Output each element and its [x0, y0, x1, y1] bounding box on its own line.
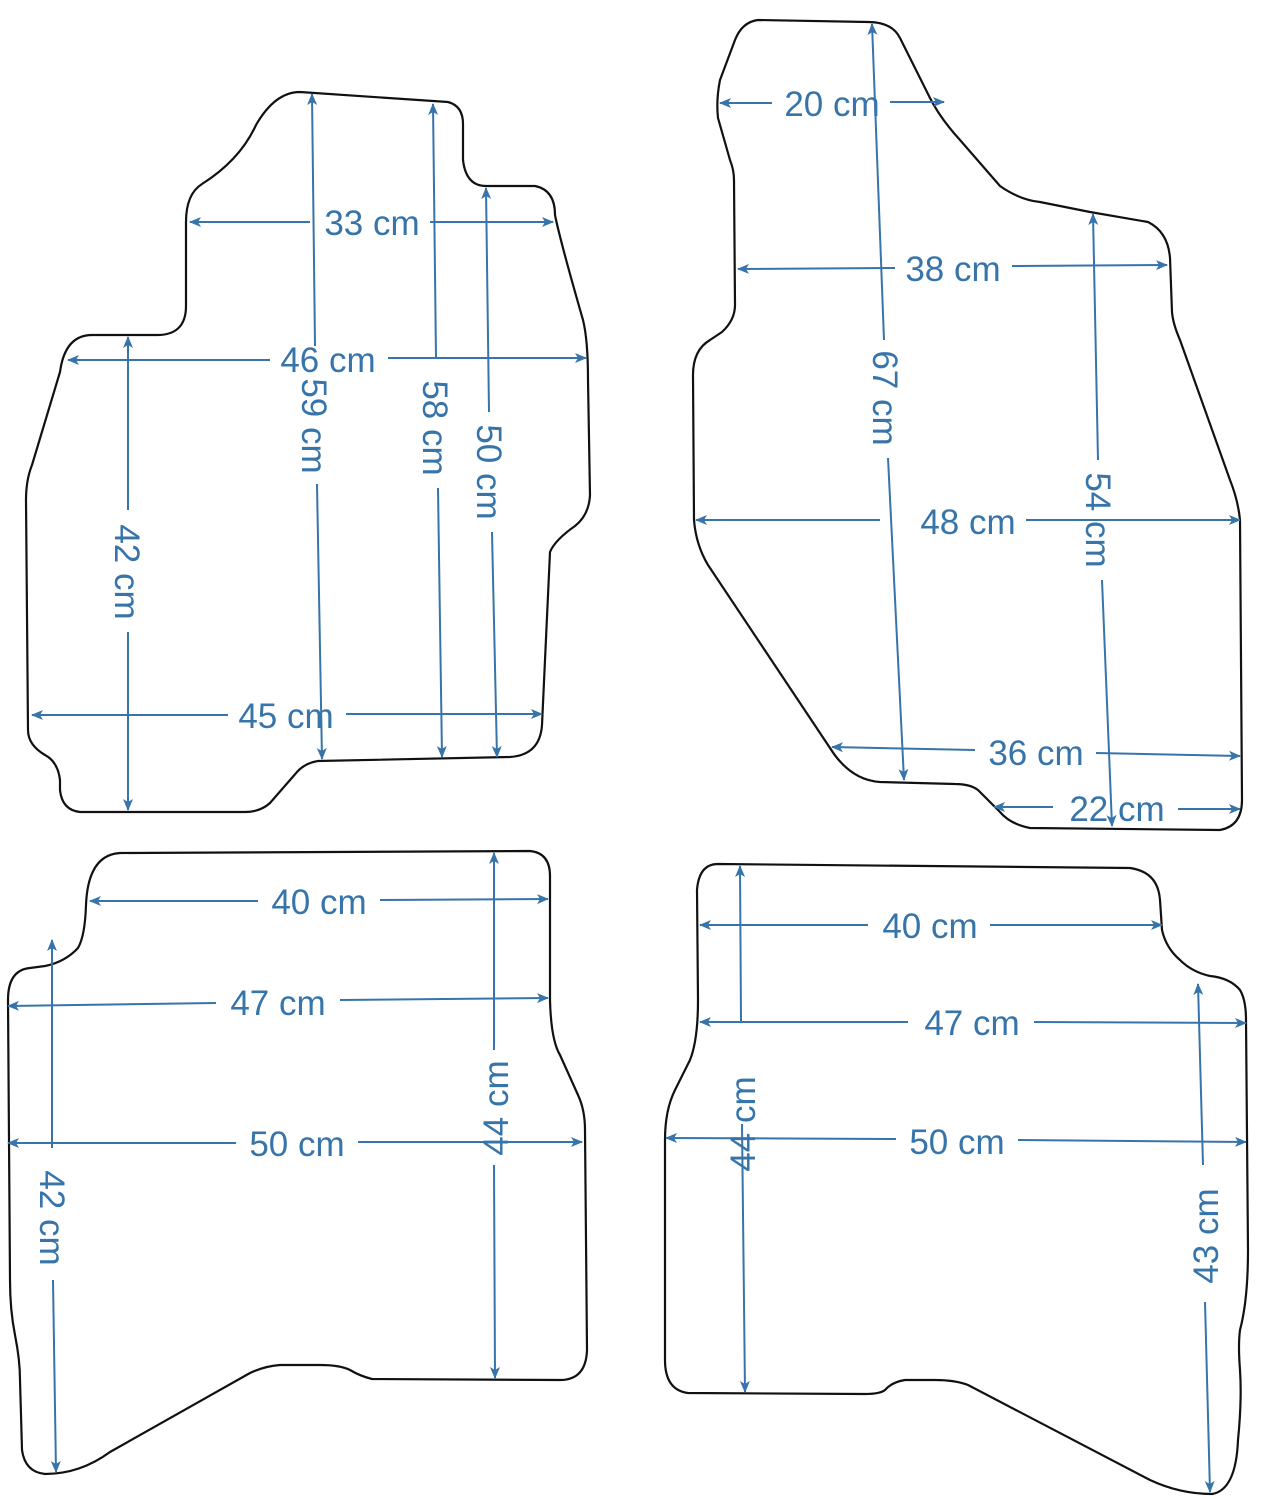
dim-line-67	[867, 23, 885, 341]
dim-label-59: 59 cm	[294, 378, 333, 473]
dim-label-50: 50 cm	[469, 424, 508, 519]
dim-line-59	[307, 93, 318, 347]
dim-label-38: 38 cm	[905, 250, 1000, 289]
dim-line-36	[831, 742, 976, 753]
dim-line-44	[489, 1164, 500, 1379]
dim-label-44: 44 cm	[477, 1060, 516, 1155]
dim-line-54	[1101, 579, 1117, 827]
mat-rear-right: 40 cm 47 cm 50 cm 44 cm 43 cm	[663, 862, 1250, 1496]
dim-line-43	[1204, 1301, 1215, 1493]
dim-line-42	[50, 1279, 61, 1473]
dim-line-50	[491, 531, 502, 758]
dim-label-33: 33 cm	[324, 204, 419, 243]
dim-line-44	[735, 865, 746, 1023]
dim-line-50	[481, 187, 492, 413]
dim-label-50: 50 cm	[249, 1125, 344, 1164]
dim-label-20: 20 cm	[784, 85, 879, 124]
dim-line-36	[1095, 750, 1241, 761]
mat-front-right: 20 cm 38 cm 48 cm 36 cm 22 cm 67 cm 54 c…	[691, 18, 1244, 832]
dim-line-67	[887, 457, 909, 781]
dim-label-44: 44 cm	[724, 1076, 763, 1171]
dim-line-59	[316, 483, 327, 760]
mat-front-left-outline	[24, 90, 592, 814]
dim-line-54	[1088, 213, 1099, 461]
dim-line-38	[1011, 260, 1168, 271]
dim-line-50	[665, 1133, 897, 1144]
dim-label-36: 36 cm	[988, 734, 1083, 773]
dim-line-47	[1033, 1017, 1247, 1028]
dim-label-43: 43 cm	[1187, 1188, 1226, 1283]
dim-line-43	[1193, 983, 1204, 1166]
mat-rear-right-outline	[663, 862, 1250, 1496]
dim-line-38	[737, 263, 896, 274]
dim-line-50	[1017, 1136, 1247, 1147]
dim-label-50: 50 cm	[909, 1123, 1004, 1162]
dim-label-47: 47 cm	[230, 984, 325, 1023]
dim-label-54: 54 cm	[1078, 472, 1117, 567]
dim-line-47	[339, 993, 549, 1004]
dim-line-58	[428, 103, 439, 359]
dim-line-58	[436, 487, 447, 758]
mat-rear-left: 40 cm 47 cm 50 cm 42 cm 44 cm	[6, 849, 589, 1476]
dim-label-22: 22 cm	[1069, 790, 1164, 829]
dim-label-58: 58 cm	[415, 380, 454, 475]
dim-label-40: 40 cm	[882, 907, 977, 946]
mat-front-left: 33 cm 46 cm 45 cm 42 cm 59 cm 58 cm 50 c…	[24, 90, 592, 814]
mat-rear-left-outline	[6, 849, 589, 1476]
dim-label-42: 42 cm	[107, 524, 146, 619]
dim-label-67: 67 cm	[865, 350, 904, 445]
dim-label-40: 40 cm	[271, 883, 366, 922]
dim-label-45: 45 cm	[238, 697, 333, 736]
dim-line-47	[7, 1000, 217, 1011]
dim-line-40	[379, 894, 549, 905]
dim-label-42: 42 cm	[32, 1170, 71, 1265]
dim-line-44	[739, 1123, 750, 1393]
dim-label-47: 47 cm	[924, 1004, 1019, 1043]
dim-label-48: 48 cm	[920, 503, 1015, 542]
dim-label-46: 46 cm	[280, 341, 375, 380]
mat-front-right-outline	[691, 18, 1244, 832]
